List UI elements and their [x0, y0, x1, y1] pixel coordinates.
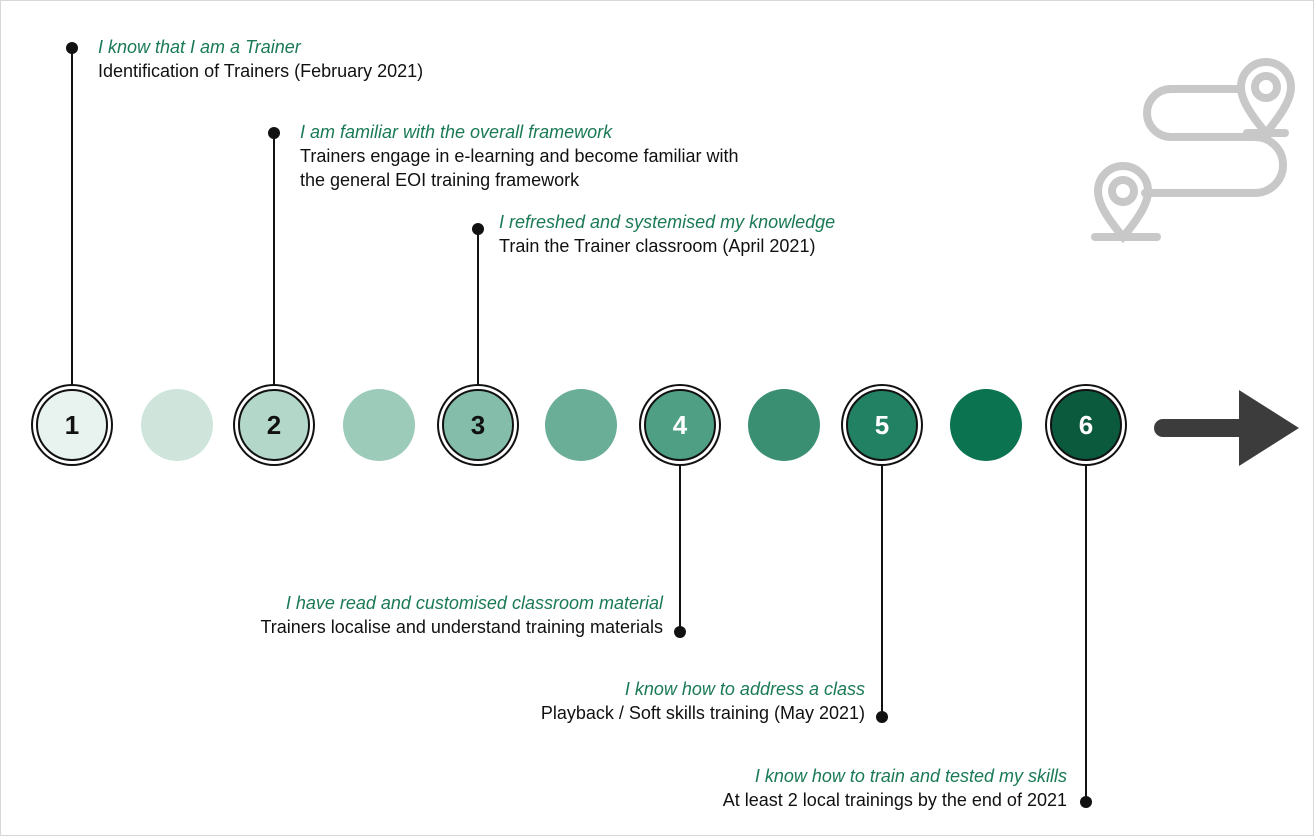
step-description-6: At least 2 local trainings by the end of…	[722, 790, 1067, 810]
right-arrow-icon	[1154, 390, 1299, 466]
timeline-spacer-circle	[343, 389, 415, 461]
step-heading-2: I am familiar with the overall framework	[300, 122, 613, 142]
step-heading-5: I know how to address a class	[624, 679, 865, 699]
step-number-4: 4	[672, 409, 688, 440]
step-heading-6: I know how to train and tested my skills	[754, 766, 1067, 786]
step-text-4: I have read and customised classroom mat…	[260, 591, 663, 639]
step-heading-1: I know that I am a Trainer	[98, 37, 301, 57]
connector-line-2	[273, 132, 275, 389]
step-circle-2: 2	[238, 389, 310, 461]
step-description-2-line-2: the general EOI training framework	[300, 170, 580, 190]
connector-line-6	[1085, 461, 1087, 801]
step-number-1: 1	[64, 409, 80, 440]
step-description-4: Trainers localise and understand trainin…	[260, 617, 663, 637]
step-description-5: Playback / Soft skills training (May 202…	[540, 703, 865, 723]
route-map-pins-icon	[1091, 58, 1296, 244]
step-description-1: Identification of Trainers (February 202…	[98, 61, 424, 81]
step-heading-3: I refreshed and systemised my knowledge	[499, 212, 836, 232]
connector-dot-6	[1080, 796, 1092, 808]
connector-line-4	[679, 461, 681, 632]
step-heading-4: I have read and customised classroom mat…	[285, 593, 663, 613]
timeline-spacer-circle	[141, 389, 213, 461]
step-number-6: 6	[1078, 409, 1094, 440]
step-description-2-line-1: Trainers engage in e-learning and become…	[300, 146, 739, 166]
timeline-spacer-circle	[748, 389, 820, 461]
timeline-spacer-circle	[545, 389, 617, 461]
connector-dot-1	[66, 42, 78, 54]
step-circle-4: 4	[644, 389, 716, 461]
connector-dot-5	[876, 711, 888, 723]
step-circle-1: 1	[36, 389, 108, 461]
connector-dot-3	[472, 223, 484, 235]
connector-line-1	[71, 47, 73, 389]
step-text-5: I know how to address a class Playback /…	[541, 677, 865, 725]
step-text-6: I know how to train and tested my skills…	[723, 764, 1067, 812]
connector-line-5	[881, 461, 883, 717]
step-text-3: I refreshed and systemised my knowledge …	[499, 210, 835, 258]
step-circle-5: 5	[846, 389, 918, 461]
timeline-spacer-circle	[950, 389, 1022, 461]
step-text-2: I am familiar with the overall framework…	[300, 120, 739, 192]
step-number-5: 5	[874, 409, 890, 440]
step-text-1: I know that I am a Trainer Identificatio…	[98, 35, 423, 83]
step-number-3: 3	[470, 409, 486, 440]
step-circle-3: 3	[442, 389, 514, 461]
connector-line-3	[477, 228, 479, 389]
step-circle-6: 6	[1050, 389, 1122, 461]
connector-dot-4	[674, 626, 686, 638]
step-number-2: 2	[266, 409, 282, 440]
step-description-3: Train the Trainer classroom (April 2021)	[499, 236, 816, 256]
connector-dot-2	[268, 127, 280, 139]
